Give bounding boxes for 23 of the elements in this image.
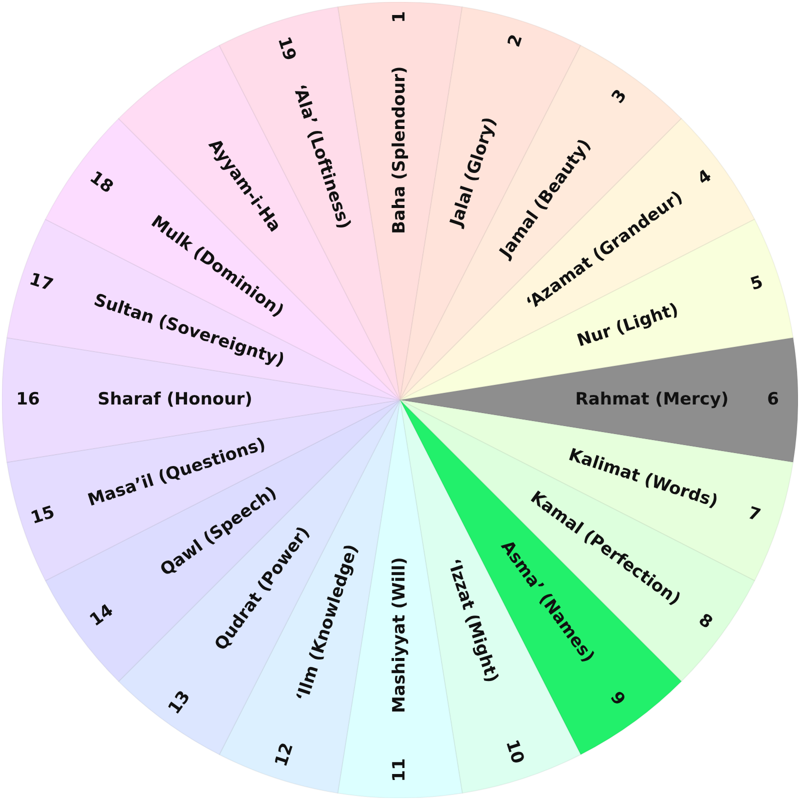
slice-number: 6 [767,392,779,408]
slice-number: 18 [86,168,116,196]
slice-number: 10 [502,738,526,766]
slice-number: 8 [695,611,715,632]
slice-number: 4 [695,168,715,189]
slice-number: 1 [392,11,408,23]
slice-label: Rahmat (Mercy) [575,392,729,408]
slice-label: Baha (Splendour) [392,66,408,234]
slice-number: 15 [29,504,58,528]
slice-number: 5 [748,274,765,294]
slice-number: 17 [26,271,54,295]
slice-number: 13 [166,688,194,718]
slice-number: 9 [607,690,628,710]
slice-number: 16 [16,392,40,408]
slice-number: 12 [273,740,296,769]
slice-number: 19 [274,35,298,63]
slice-label: Mashiyyat (Will) [392,557,408,713]
slice-number: 11 [392,758,408,782]
slice-number: 3 [609,88,630,108]
slice-number: 2 [506,33,526,50]
slice-number: 7 [746,505,762,525]
slice-label: Sharaf (Honour) [98,392,252,408]
slice-number: 14 [88,602,117,630]
